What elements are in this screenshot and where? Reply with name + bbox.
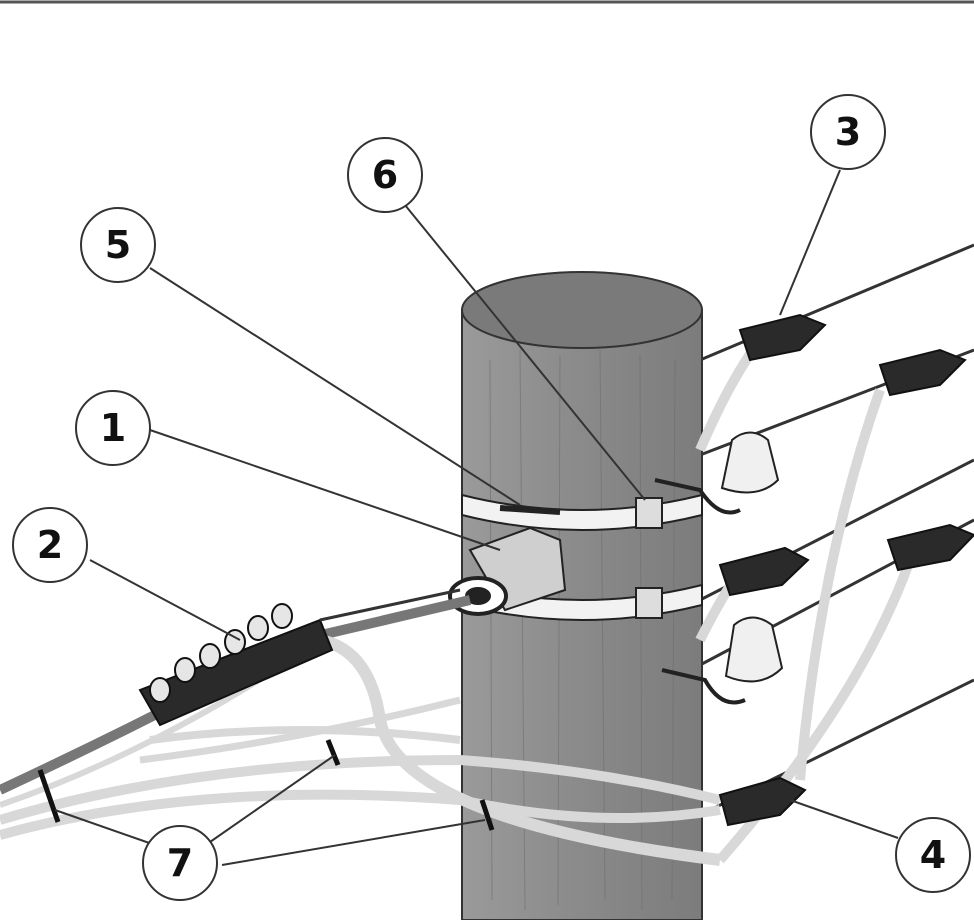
callout-4: 4: [895, 817, 971, 893]
svg-text:7: 7: [167, 841, 193, 885]
leader-lines: [54, 169, 899, 866]
callout-1: 1: [75, 390, 151, 466]
piercing-clamps: [718, 313, 974, 827]
leader-6: [404, 204, 646, 501]
leader-7c: [221, 819, 486, 866]
svg-text:6: 6: [372, 153, 398, 197]
insulator-lower: [661, 616, 784, 705]
clamp-3: [738, 313, 827, 362]
leader-4: [789, 799, 899, 839]
cable-ties: [37, 739, 495, 831]
leader-1: [149, 429, 501, 551]
leader-7a: [54, 809, 156, 846]
callout-7: 7: [142, 825, 218, 901]
tension-clamp: [138, 588, 461, 727]
leader-3: [779, 169, 841, 316]
pole-top: [461, 271, 703, 349]
leader-5: [149, 267, 521, 506]
leader-2: [89, 559, 241, 641]
svg-text:4: 4: [920, 833, 946, 877]
svg-text:2: 2: [37, 523, 63, 567]
callout-5: 5: [80, 207, 156, 283]
svg-text:5: 5: [105, 223, 131, 267]
branch-cables: [695, 337, 915, 864]
svg-text:3: 3: [835, 110, 861, 154]
clamp-middle-right: [886, 523, 974, 572]
callout-2: 2: [12, 507, 88, 583]
leader-7b: [209, 754, 336, 843]
clamp-upper-right: [878, 348, 967, 397]
callout-3: 3: [810, 94, 886, 170]
svg-text:1: 1: [100, 406, 126, 450]
pole-band-upper: [461, 493, 703, 531]
clamp-4: [718, 776, 807, 827]
insulator-upper: [654, 431, 780, 515]
callout-6: 6: [347, 137, 423, 213]
clamp-middle-left: [718, 546, 810, 597]
